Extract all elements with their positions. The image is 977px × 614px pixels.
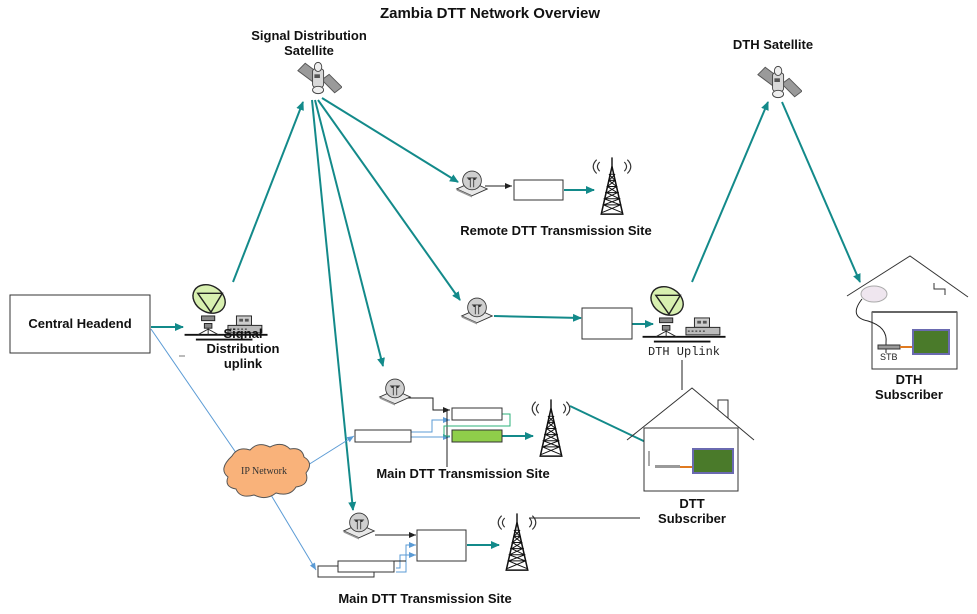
dth-satellite-label: DTH Satellite xyxy=(732,37,814,52)
remote-site-label: Remote DTT Transmission Site xyxy=(460,223,652,238)
main1-receiver-dish-icon[interactable] xyxy=(379,378,411,406)
signal-uplink-label-line1: Signal xyxy=(223,326,263,341)
sat-to-main-site-1-arrow xyxy=(314,99,385,367)
main1-ip-receiver-box[interactable] xyxy=(354,429,412,443)
ip-network-label: IP Network xyxy=(241,466,287,477)
signal-satellite-label: Signal Distribution Satellite xyxy=(222,28,396,58)
main2-tower-icon[interactable] xyxy=(497,512,537,572)
ip-links xyxy=(150,328,450,573)
dth-receiver-dish-icon[interactable] xyxy=(461,297,493,325)
dth-subscriber-label-line2: Subscriber xyxy=(875,387,943,402)
main1-modulator-box[interactable] xyxy=(451,429,503,443)
diagram-title: Zambia DTT Network Overview xyxy=(380,5,600,22)
stb-label: STB xyxy=(880,352,898,362)
dth-rx-to-mux-arrow xyxy=(493,313,582,322)
dth-subscriber-label: DTH Subscriber xyxy=(850,372,968,402)
dth-sat-to-subscriber-arrow xyxy=(781,101,861,283)
dtt-subscriber-label-line2: Subscriber xyxy=(658,511,726,526)
satellite-links xyxy=(151,97,861,549)
main-site-1-label: Main DTT Transmission Site xyxy=(376,466,550,481)
dth-uplink-label: DTH Uplink xyxy=(634,345,734,360)
remote-modulator-box[interactable] xyxy=(513,179,564,201)
main1-tower-icon[interactable] xyxy=(531,398,571,457)
headend-to-ip-arrow xyxy=(150,328,242,461)
dth-satellite-icon[interactable] xyxy=(757,65,802,99)
main-site-2-label: Main DTT Transmission Site xyxy=(338,591,512,606)
dth-mux-box[interactable] xyxy=(581,307,633,340)
sat-to-dth-uplink-rx-arrow xyxy=(317,99,461,301)
ip-to-main2-arrow xyxy=(267,489,317,571)
dtt-subscriber-label: DTT Subscriber xyxy=(640,496,744,526)
signal-satellite-icon[interactable] xyxy=(297,61,342,95)
main2-ip-receiver-box-2[interactable] xyxy=(337,560,395,573)
signal-uplink-label-line3: uplink xyxy=(223,356,263,371)
sat-to-remote-site-arrow xyxy=(321,97,459,183)
dth-subscriber-house-icon[interactable] xyxy=(846,255,969,370)
main2-receiver-dish-icon[interactable] xyxy=(343,512,375,540)
tower-to-dtt-subscriber-arrow xyxy=(569,405,655,447)
dth-uplink-to-dth-sat-arrow xyxy=(691,101,769,283)
signal-satellite-label-line1: Signal Distribution xyxy=(251,28,367,43)
main1-encoder-box[interactable] xyxy=(451,407,503,421)
dth-uplink-dish-icon[interactable] xyxy=(642,281,727,343)
signal-satellite-label-line2: Satellite xyxy=(284,43,334,58)
sat-to-main-site-2-arrow xyxy=(311,99,357,511)
signal-uplink-label: Signal Distribution uplink xyxy=(190,326,296,371)
main2-mux-box[interactable] xyxy=(416,529,467,562)
central-headend-box[interactable] xyxy=(9,294,151,354)
ip-network-cloud-icon[interactable] xyxy=(223,443,310,499)
dth-subscriber-label-line1: DTH xyxy=(895,372,923,387)
central-headend-label: Central Headend xyxy=(28,316,131,331)
signal-uplink-label-line2: Distribution xyxy=(206,341,280,356)
dtt-subscriber-label-line1: DTT xyxy=(679,496,705,511)
remote-site-receiver-dish-icon[interactable] xyxy=(456,170,488,198)
dtt-subscriber-house-icon[interactable] xyxy=(626,387,755,492)
uplink-to-signal-sat-arrow xyxy=(232,101,304,283)
remote-tower-icon[interactable] xyxy=(592,156,632,215)
